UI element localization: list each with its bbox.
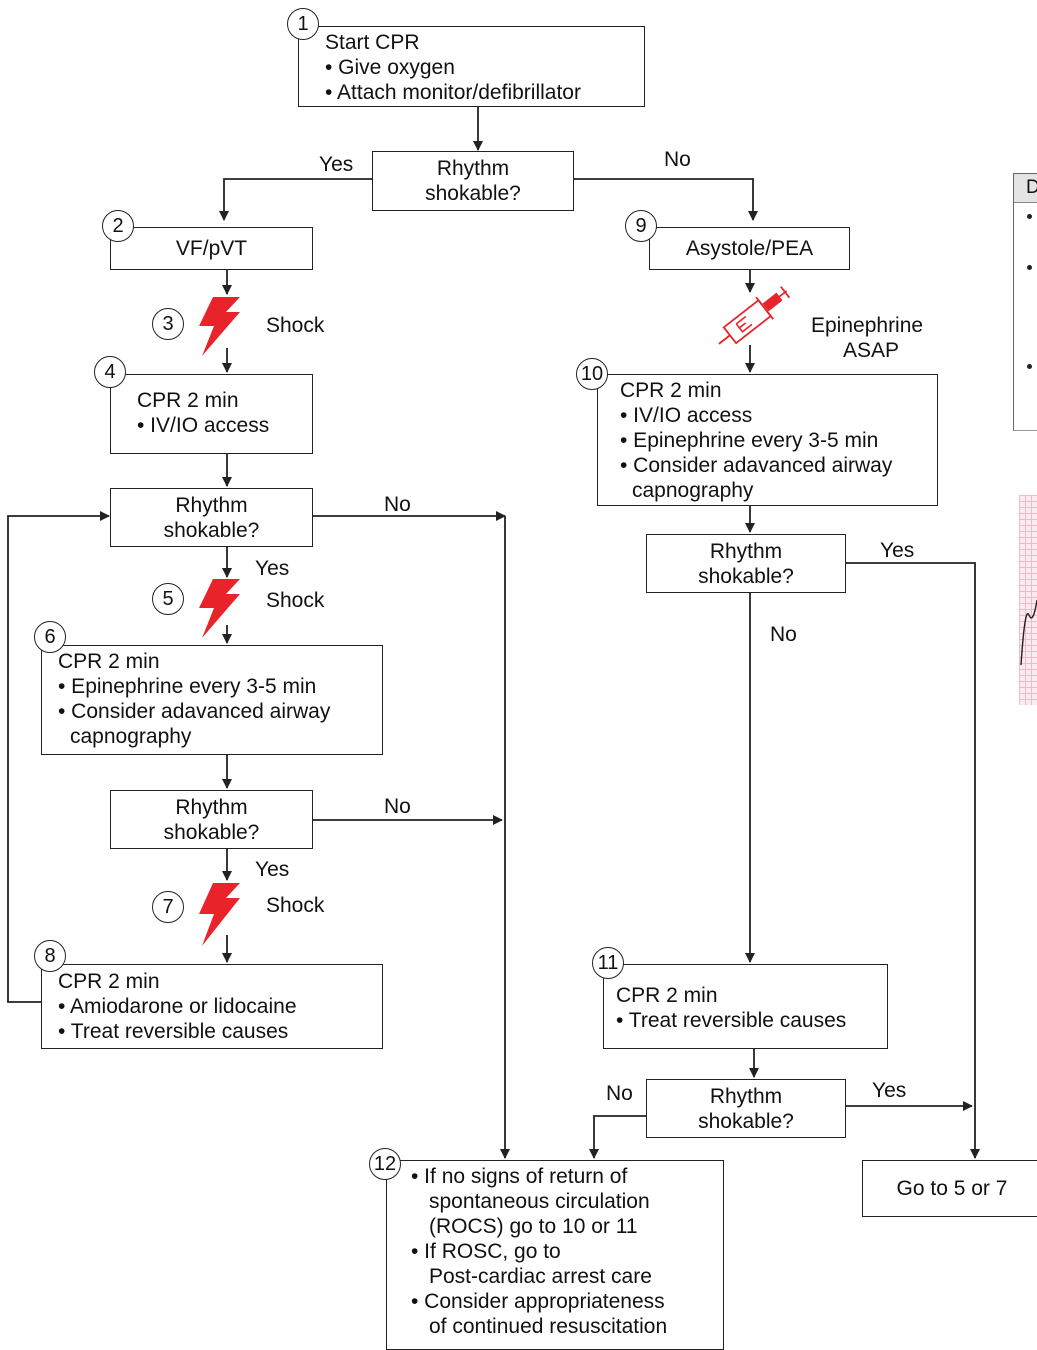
no-label-3: No — [384, 795, 411, 818]
bullet-dot — [1027, 265, 1032, 270]
rhythm-check-4: Rhythm shokable? — [646, 534, 846, 593]
step-badge-2: 2 — [102, 210, 134, 242]
yes-label-4: Yes — [880, 539, 915, 562]
goto-box: Go to 5 or 7 — [862, 1160, 1037, 1217]
vf-pvt-label: VF/pVT — [175, 237, 248, 260]
vf-pvt-box: VF/pVT — [110, 227, 313, 270]
cpr-box-6-item-airway: • Consider adavanced airway — [58, 700, 331, 723]
bullet-dot — [1027, 364, 1032, 369]
box12-line-4: • If ROSC, go to — [411, 1240, 561, 1263]
epinephrine-label: Epinephrine — [811, 314, 924, 337]
yes-label-3: Yes — [255, 858, 290, 881]
box12-line-1: • If no signs of return of — [411, 1165, 628, 1188]
cpr-box-10-item-iv: • IV/IO access — [620, 404, 753, 427]
box12-line-7: of continued resuscitation — [429, 1315, 668, 1338]
cpr-box-6-title: CPR 2 min — [58, 650, 160, 673]
outcome-box-12: • If no signs of return of spontaneous c… — [386, 1160, 724, 1350]
no-label-4: No — [770, 623, 797, 646]
cpr-box-8-item-causes: • Treat reversible causes — [58, 1020, 289, 1043]
cpr-box-10-item-airway: • Consider adavanced airway — [620, 454, 893, 477]
step-badge-7: 7 — [152, 891, 184, 923]
cpr-box-6-item-epi: • Epinephrine every 3-5 min — [58, 675, 317, 698]
cpr-box-8-title: CPR 2 min — [58, 970, 160, 993]
step-badge-6: 6 — [34, 621, 66, 653]
step-badge-10: 10 — [576, 358, 608, 390]
rhythm-label-line2: shokable? — [163, 820, 260, 844]
step-badge-4: 4 — [94, 356, 126, 388]
cpr-box-11: CPR 2 min • Treat reversible causes — [603, 964, 888, 1049]
step-badge-1: 1 — [287, 8, 319, 40]
start-item-oxygen: • Give oxygen — [325, 56, 455, 79]
no-label-1: No — [664, 148, 691, 171]
cpr-box-4-item: • IV/IO access — [137, 414, 270, 437]
cpr-box-6: CPR 2 min • Epinephrine every 3-5 min • … — [41, 645, 383, 755]
cpr-box-10-item-epi: • Epinephrine every 3-5 min — [620, 429, 879, 452]
cpr-box-4: CPR 2 min • IV/IO access — [110, 374, 313, 454]
box12-line-6: • Consider appropriateness — [411, 1290, 665, 1313]
step-badge-5: 5 — [152, 583, 184, 615]
yes-label-2: Yes — [255, 557, 290, 580]
epinephrine-asap-label: ASAP — [843, 339, 900, 362]
shock-label-5: Shock — [266, 589, 325, 612]
start-cpr-box: Start CPR • Give oxygen • Attach monitor… — [298, 26, 645, 107]
step-badge-9: 9 — [625, 210, 657, 242]
step-badge-12: 12 — [369, 1148, 401, 1180]
no-label-2: No — [384, 493, 411, 516]
rhythm-check-5: Rhythm shokable? — [646, 1079, 846, 1138]
rhythm-label-line1: Rhythm — [175, 493, 248, 517]
ecg-trace — [1020, 599, 1037, 666]
rhythm-label-line1: Rhythm — [175, 795, 248, 819]
cpr-box-10: CPR 2 min • IV/IO access • Epinephrine e… — [597, 374, 938, 506]
side-panel-fragment: D — [1013, 173, 1037, 431]
asystole-pea-label: Asystole/PEA — [685, 237, 814, 260]
start-cpr-title: Start CPR — [325, 31, 420, 54]
shock-label-3: Shock — [266, 314, 325, 337]
ecg-strip-fragment — [1019, 495, 1037, 705]
cpr-box-11-item: • Treat reversible causes — [616, 1009, 847, 1032]
box12-line-2: spontaneous circulation — [429, 1190, 650, 1213]
yes-label-5: Yes — [872, 1079, 907, 1102]
start-item-monitor: • Attach monitor/defibrillator — [325, 81, 581, 104]
box12-line-5: Post-cardiac arrest care — [429, 1265, 652, 1288]
cpr-box-4-title: CPR 2 min — [137, 389, 239, 412]
cpr-box-6-item-cont: capnography — [70, 725, 192, 748]
rhythm-label-line1: Rhythm — [709, 1084, 783, 1108]
cpr-box-8: CPR 2 min • Amiodarone or lidocaine • Tr… — [41, 964, 383, 1049]
goto-label: Go to 5 or 7 — [896, 1177, 1008, 1200]
rhythm-check-3: Rhythm shokable? — [110, 790, 313, 849]
rhythm-check-1: Rhythm shokable? — [372, 151, 574, 211]
no-label-5: No — [606, 1082, 633, 1105]
step-badge-11: 11 — [592, 947, 624, 979]
cpr-box-10-title: CPR 2 min — [620, 379, 722, 402]
box12-line-3: (ROCS) go to 10 or 11 — [429, 1215, 638, 1238]
rhythm-label-line1: Rhythm — [709, 539, 783, 563]
rhythm-label-line2: shokable? — [698, 1109, 794, 1133]
asystole-pea-box: Asystole/PEA — [649, 227, 850, 270]
rhythm-check-2: Rhythm shokable? — [110, 488, 313, 547]
rhythm-label-line2: shokable? — [698, 564, 794, 588]
cpr-box-8-item-amio: • Amiodarone or lidocaine — [58, 995, 297, 1018]
step-badge-3: 3 — [152, 308, 184, 340]
side-panel-letter: D — [1026, 177, 1037, 198]
rhythm-label-line2: shokable? — [425, 182, 521, 205]
yes-label-1: Yes — [319, 153, 354, 176]
cpr-box-11-title: CPR 2 min — [616, 984, 718, 1007]
step-badge-8: 8 — [34, 940, 66, 972]
rhythm-label-line1: Rhythm — [436, 157, 510, 180]
side-panel-header: D — [1014, 174, 1037, 203]
shock-label-7: Shock — [266, 894, 325, 917]
bullet-dot — [1027, 214, 1032, 219]
rhythm-label-line2: shokable? — [163, 518, 260, 542]
cpr-box-10-item-cont: capnography — [632, 479, 754, 502]
